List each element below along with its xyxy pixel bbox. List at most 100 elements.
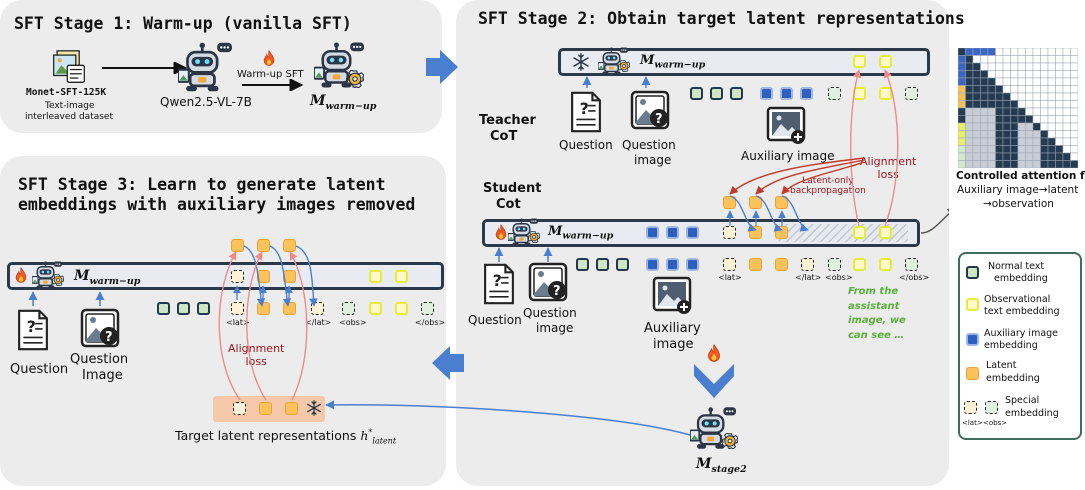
blue-arrow-stage1-to-stage2 bbox=[426, 50, 458, 84]
dataset-desc-1: Text-image bbox=[45, 101, 95, 111]
attention-cell bbox=[1047, 92, 1056, 101]
attention-cell bbox=[1017, 130, 1026, 139]
attention-cell bbox=[987, 55, 996, 64]
attention-cell bbox=[1040, 77, 1049, 86]
stage1-arrow-dataset-to-base bbox=[102, 62, 188, 74]
student-question-image-label-1: Question bbox=[523, 306, 577, 320]
attention-cell bbox=[1002, 85, 1011, 94]
attention-cell bbox=[1017, 55, 1026, 64]
attention-cell bbox=[1040, 107, 1049, 116]
attention-cell bbox=[1062, 130, 1071, 139]
attention-cell bbox=[1055, 115, 1064, 124]
attention-cell bbox=[995, 62, 1004, 71]
attention-cell bbox=[1002, 70, 1011, 79]
student-model-label: Mwarm−up bbox=[548, 224, 614, 242]
attention-cell bbox=[1032, 55, 1041, 64]
attention-cell bbox=[1017, 70, 1026, 79]
attention-cell bbox=[1002, 137, 1011, 146]
attention-cell bbox=[965, 92, 974, 101]
attention-cell bbox=[980, 122, 989, 131]
attention-cell bbox=[1032, 130, 1041, 139]
attention-cell bbox=[1070, 77, 1078, 86]
attention-cell bbox=[1010, 145, 1019, 154]
legend-aux-1: Auxiliary image bbox=[984, 328, 1059, 339]
student-bar-aux-token bbox=[686, 226, 699, 239]
attention-cell bbox=[1032, 70, 1041, 79]
attention-cell bbox=[1062, 85, 1071, 94]
attention-cell bbox=[1032, 48, 1041, 56]
attention-cell bbox=[980, 145, 989, 154]
student-question-label: Question bbox=[468, 313, 522, 327]
attention-cell bbox=[987, 48, 996, 56]
legend-sp-obs-swatch bbox=[985, 401, 998, 414]
target-latent-token bbox=[259, 402, 272, 415]
attention-cell bbox=[1040, 137, 1049, 146]
attention-cell bbox=[1055, 55, 1064, 64]
student-hatched-region bbox=[778, 224, 908, 242]
attention-cell bbox=[1070, 85, 1078, 94]
attention-cell bbox=[1040, 70, 1049, 79]
attention-cell bbox=[1055, 145, 1064, 154]
attention-cell bbox=[1025, 152, 1034, 161]
legend-sp-2: embedding bbox=[1005, 408, 1059, 419]
attention-cell bbox=[1010, 62, 1019, 71]
attention-cell bbox=[1040, 160, 1049, 168]
attention-cell bbox=[987, 130, 996, 139]
attention-cell bbox=[980, 62, 989, 71]
stage3-latent-token-top bbox=[231, 239, 244, 252]
attention-cell bbox=[1010, 115, 1019, 124]
attention-cell bbox=[958, 70, 966, 79]
attention-cell bbox=[1070, 122, 1078, 131]
robot-icon bbox=[178, 40, 232, 94]
attention-cell bbox=[1010, 152, 1019, 161]
attention-cell bbox=[958, 62, 966, 71]
attention-cell bbox=[965, 77, 974, 86]
teacher-obs-token bbox=[879, 87, 892, 100]
stage3-normal-token bbox=[157, 302, 170, 315]
student-bar-aux-token bbox=[666, 226, 679, 239]
attention-cell bbox=[987, 137, 996, 146]
teacher-aux-token bbox=[800, 87, 813, 100]
attention-cell bbox=[1025, 122, 1034, 131]
attention-cell bbox=[1017, 145, 1026, 154]
attention-cell bbox=[1055, 48, 1064, 56]
attention-cell bbox=[980, 77, 989, 86]
legend-aux-2: embedding bbox=[984, 340, 1038, 351]
attention-cell bbox=[987, 107, 996, 116]
attention-cell bbox=[1032, 145, 1041, 154]
legend-sp-1: Special bbox=[1005, 395, 1040, 406]
teacher-cot-label-2: CoT bbox=[490, 129, 518, 144]
attention-cell bbox=[1062, 152, 1071, 161]
attention-cell bbox=[1002, 92, 1011, 101]
attention-cell bbox=[1025, 55, 1034, 64]
attention-cell bbox=[995, 137, 1004, 146]
attention-cell bbox=[1025, 107, 1034, 116]
attention-cell bbox=[1040, 48, 1049, 56]
attention-cell bbox=[1025, 137, 1034, 146]
attention-cell bbox=[980, 85, 989, 94]
teacher-cot-label-1: Teacher bbox=[479, 113, 536, 128]
dataset-desc-2: interleaved dataset bbox=[25, 112, 113, 122]
student-special-obs-close-token bbox=[905, 258, 918, 271]
attention-cell bbox=[987, 152, 996, 161]
attention-cell bbox=[1062, 160, 1071, 168]
stage3-tag-obs-close: </obs> bbox=[415, 318, 446, 327]
attention-cell bbox=[1010, 48, 1019, 56]
attention-cell bbox=[995, 48, 1004, 56]
attention-cell bbox=[987, 92, 996, 101]
stage3-obs-token bbox=[369, 302, 382, 315]
attention-cell bbox=[965, 122, 974, 131]
warmup-sft-label: Warm-up SFT bbox=[237, 69, 304, 80]
stage3-obs-token bbox=[395, 302, 408, 315]
attention-cell bbox=[1010, 122, 1019, 131]
stage3-normal-token bbox=[177, 302, 190, 315]
stage2-tag-obs: <obs> bbox=[825, 273, 853, 282]
stage3-model-label: Mwarm−up bbox=[74, 268, 141, 287]
stage3-question-label: Question bbox=[10, 362, 69, 377]
stage3-special-lat-token bbox=[231, 302, 244, 315]
attention-cell bbox=[1025, 115, 1034, 124]
attention-cell bbox=[1062, 100, 1071, 109]
attention-cell bbox=[1040, 145, 1049, 154]
attention-cell bbox=[972, 48, 981, 56]
